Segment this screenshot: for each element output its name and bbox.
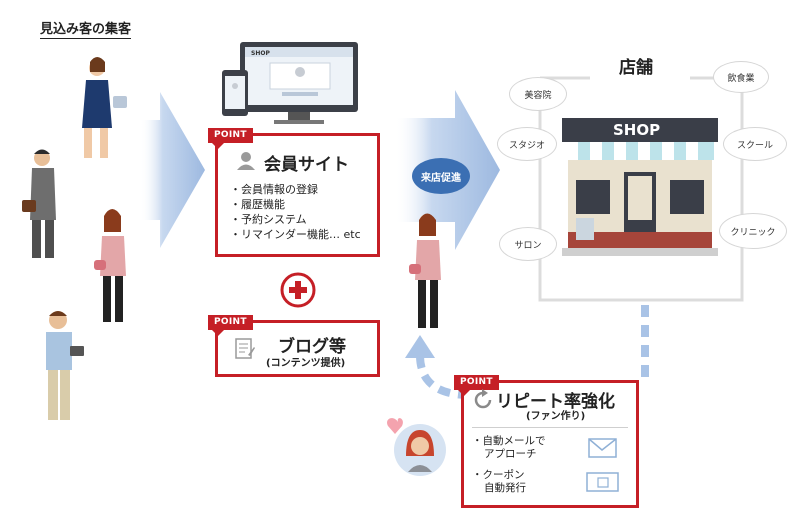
feature-item: ・リマインダー機能… etc (230, 228, 361, 241)
document-icon (234, 337, 256, 361)
category-bubble: スタジオ (498, 128, 556, 160)
awning (566, 142, 714, 160)
devices-illustration: SHOP (222, 42, 358, 124)
repeat-subtitle: (ファン作り) (526, 411, 586, 422)
mail-icon (588, 438, 617, 458)
feature-item: ・履歴機能 (230, 198, 285, 211)
member-site-title: 会員サイト (264, 155, 349, 175)
prospects-heading: 見込み客の集客 (40, 18, 132, 39)
person-woman-navy (82, 57, 127, 158)
coupon-icon (586, 472, 619, 492)
category-bubble: サロン (500, 228, 556, 260)
shop-building: SHOP (562, 118, 718, 256)
member-site-features: ・会員情報の登録 ・履歴機能 ・予約システム ・リマインダー機能… etc (230, 182, 361, 242)
repeat-item-line1: ・クーポン (472, 469, 525, 481)
shop-sign-label: SHOP (613, 121, 660, 139)
category-bubble: 美容院 (510, 78, 566, 110)
repeat-item: ・自動メールで アプローチ (472, 435, 546, 461)
fan-avatar (387, 418, 446, 476)
repeat-item-line1: ・自動メールで (472, 435, 546, 447)
category-bubble: クリニック (720, 214, 786, 248)
person-man-tablet (46, 311, 84, 420)
refresh-icon (472, 389, 494, 411)
plus-icon (280, 272, 316, 308)
store-title: 店舗 (619, 58, 653, 78)
point-badge: POINT (454, 375, 499, 396)
screen-shop-label: SHOP (251, 50, 270, 57)
feature-item: ・会員情報の登録 (230, 183, 318, 196)
point-badge: POINT (208, 128, 253, 149)
user-icon (236, 150, 256, 170)
person-woman-pink (94, 209, 126, 322)
repeat-title: リピート率強化 (496, 392, 615, 412)
prospect-people (22, 57, 127, 420)
heart-icon (387, 418, 403, 434)
blog-box: POINT ブログ等 (コンテンツ提供) (208, 315, 380, 377)
category-bubble: 飲食業 (714, 62, 768, 92)
repeat-loop-arrowhead (405, 335, 435, 358)
category-bubble: スクール (724, 128, 786, 160)
repeat-item-line2: 自動発行 (484, 482, 526, 494)
divider (472, 427, 628, 428)
blog-title: ブログ等 (278, 337, 346, 357)
repeat-rate-box: POINT リピート率強化 (ファン作り) ・自動メールで アプローチ ・クーポ… (454, 375, 639, 508)
visit-promotion-pill: 来店促進 (412, 158, 470, 194)
point-badge: POINT (208, 315, 253, 336)
blog-subtitle: (コンテンツ提供) (266, 358, 346, 369)
person-businessman (22, 149, 56, 258)
repeat-item: ・クーポン 自動発行 (472, 469, 526, 495)
feature-item: ・予約システム (230, 213, 307, 226)
member-site-box: POINT 会員サイト ・会員情報の登録 ・履歴機能 ・予約システム ・リマイン… (208, 128, 380, 257)
person-woman-visitor (409, 213, 441, 328)
prospects-to-site-arrow (140, 92, 205, 248)
repeat-item-line2: アプローチ (484, 448, 537, 460)
